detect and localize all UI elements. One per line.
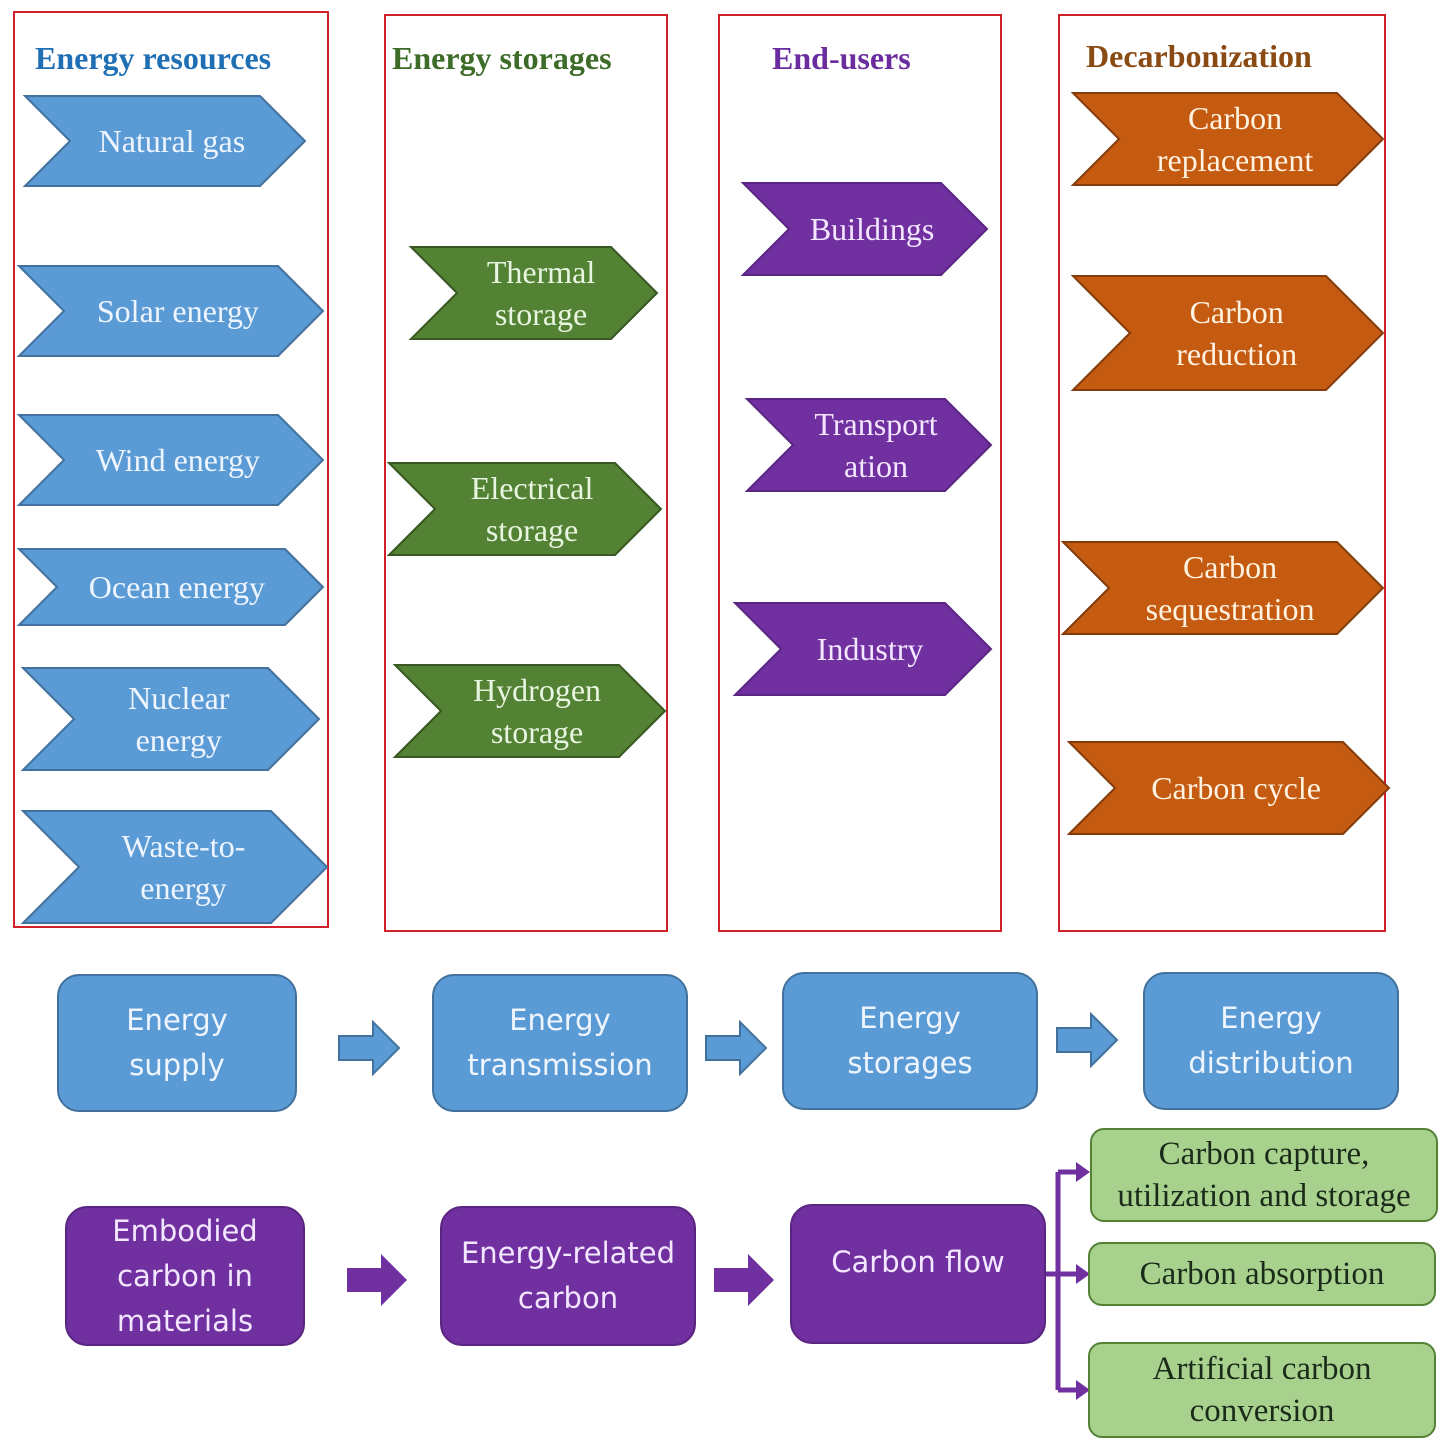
carbon-capture-box: Carbon capture,utilization and storage — [1090, 1128, 1438, 1222]
chevron-shape-icon — [20, 667, 321, 771]
flow-arrow-icon — [347, 1254, 407, 1306]
chevron-shape-icon — [408, 246, 659, 340]
decarbonization-chevron: Carbon cycle — [1066, 741, 1391, 835]
branch-connector-icon — [1046, 1162, 1090, 1400]
flow-arrow-icon — [714, 1254, 774, 1306]
chevron-shape-icon — [16, 414, 325, 506]
resource-chevron: Wind energy — [16, 414, 325, 506]
panel-title-energy-resources: Energy resources — [35, 40, 272, 76]
resource-chevron: Solar energy — [16, 265, 325, 357]
chevron-shape-icon — [1066, 741, 1391, 835]
chevron-shape-icon — [1060, 541, 1385, 635]
chevron-shape-icon — [16, 548, 325, 626]
end-user-chevron: Industry — [732, 602, 993, 696]
chevron-shape-icon — [16, 265, 325, 357]
chevron-label: Solar energy — [96, 293, 259, 329]
chevron-shape-icon — [740, 182, 989, 276]
chevron-shape-icon — [22, 95, 307, 187]
chevron-label: Natural gas — [98, 123, 246, 159]
chevron-label: Buildings — [809, 211, 935, 247]
resource-chevron: Natural gas — [22, 95, 307, 187]
carbon-flow-label: Carbon flow — [831, 1245, 1005, 1279]
panel-decarbonization — [1058, 14, 1386, 932]
chevron-shape-icon — [20, 810, 329, 924]
end-user-chevron: Buildings — [740, 182, 989, 276]
resource-chevron: Waste-to-energy — [20, 810, 329, 924]
flow-arrow-icon — [338, 1020, 401, 1076]
panel-title-decarbonization: Decarbonization — [1086, 38, 1312, 74]
flow-arrow-icon — [705, 1020, 768, 1076]
panel-title-energy-storages: Energy storages — [392, 40, 612, 76]
chevron-label: Industry — [816, 631, 924, 667]
chevron-label: Waste-to-energy — [121, 828, 246, 906]
chevron-shape-icon — [386, 462, 663, 556]
chevron-shape-icon — [392, 664, 667, 758]
chevron-label: Carbon cycle — [1151, 770, 1321, 806]
panel-title-end-users: End-users — [772, 40, 911, 76]
resource-chevron: Ocean energy — [16, 548, 325, 626]
chevron-shape-icon — [732, 602, 993, 696]
panel-end-users — [718, 14, 1002, 932]
chevron-label: Wind energy — [95, 442, 261, 478]
carbon-absorption-box: Carbon absorption — [1088, 1242, 1436, 1306]
chevron-shape-icon — [1070, 92, 1385, 186]
carbon-flow-box: Carbon flow — [790, 1204, 1046, 1344]
chevron-shape-icon — [744, 398, 993, 492]
panel-energy-resources — [13, 11, 329, 928]
chevron-shape-icon — [1070, 275, 1385, 391]
carbon-outcome-label: Carbon capture,utilization and storage — [1117, 1136, 1411, 1214]
panel-energy-storages — [384, 14, 668, 932]
carbon-outcome-label: Carbon absorption — [1139, 1256, 1385, 1292]
flow-arrow-icon — [1056, 1012, 1119, 1068]
chevron-label: Ocean energy — [88, 569, 265, 605]
